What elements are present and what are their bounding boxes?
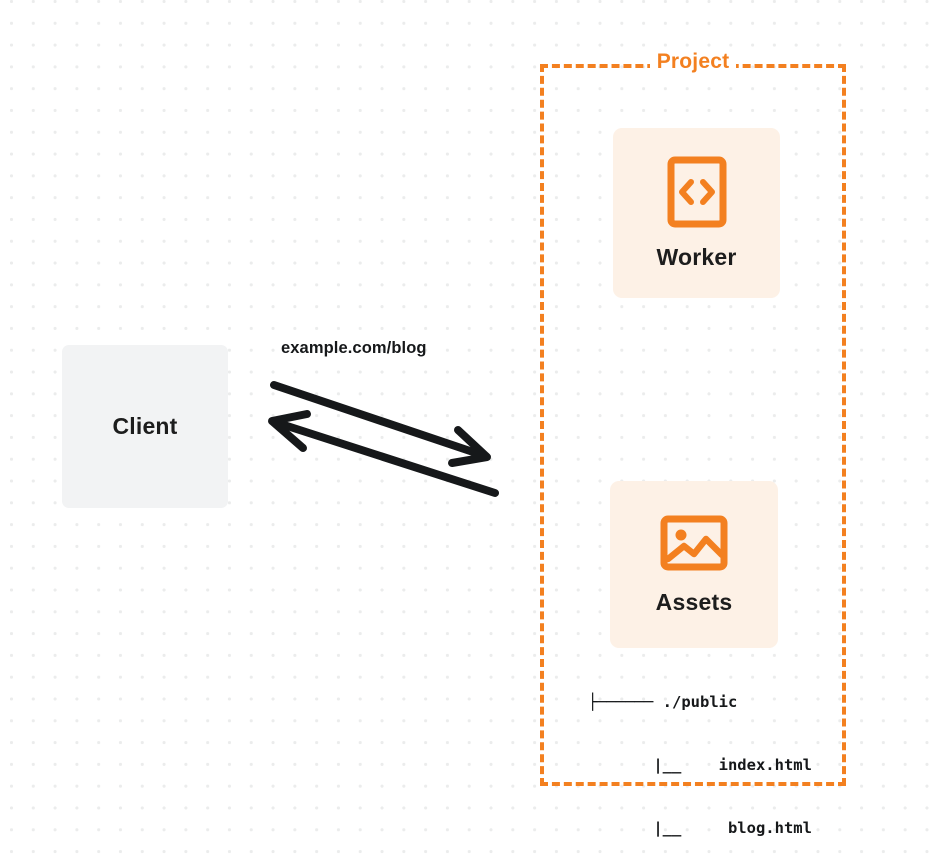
edge-label-url: example.com/blog: [281, 339, 427, 357]
assets-card-label: Assets: [655, 589, 733, 615]
response-arrow: [268, 410, 499, 497]
project-title: Project: [540, 50, 846, 74]
file-tree-row: ├────── ./public: [588, 693, 738, 711]
client-node-label: Client: [112, 413, 178, 439]
file-tree-row: |__ blog.html: [588, 819, 812, 837]
assets-file-tree: ├────── ./public |__ index.html |__ blog…: [588, 650, 812, 860]
worker-card-label: Worker: [656, 243, 737, 270]
request-arrow: [270, 381, 491, 467]
image-icon: [660, 513, 728, 573]
file-tree-row: |__ index.html: [588, 756, 812, 774]
code-brackets-icon: [667, 156, 727, 228]
assets-card[interactable]: Assets: [610, 481, 778, 648]
project-title-text: Project: [649, 50, 737, 73]
worker-card[interactable]: Worker: [613, 128, 780, 298]
client-node[interactable]: Client: [62, 345, 228, 508]
